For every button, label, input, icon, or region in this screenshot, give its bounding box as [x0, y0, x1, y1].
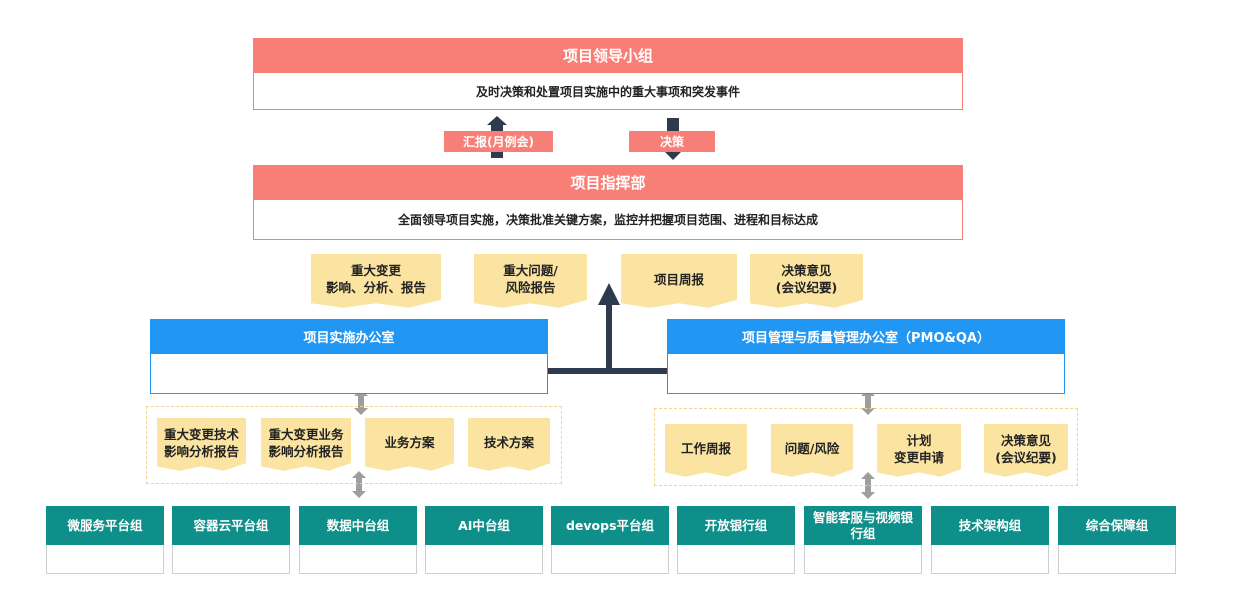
- team-tech-architecture: 技术架构组: [931, 506, 1049, 545]
- team-ai-platform-body: [425, 545, 543, 574]
- pmo-office-title: 项目管理与质量管理办公室（PMO&QA）: [667, 319, 1065, 354]
- pmo-office-body: [667, 354, 1065, 394]
- leadership-desc: 及时决策和处置项目实施中的重大事项和突发事件: [253, 73, 963, 110]
- doc-major-issue-risk: 重大问题/ 风险报告: [474, 254, 587, 308]
- team-data-platform-body: [299, 545, 417, 574]
- team-devops-body: [551, 545, 669, 574]
- team-data-platform: 数据中台组: [299, 506, 417, 545]
- doc-major-change: 重大变更 影响、分析、报告: [311, 254, 441, 308]
- team-smart-service-body: [804, 545, 922, 574]
- decision-tag: 决策: [629, 131, 715, 152]
- doc-biz-impact: 重大变更业务 影响分析报告: [261, 418, 351, 471]
- team-general-support: 综合保障组: [1058, 506, 1176, 545]
- doc-biz-plan: 业务方案: [365, 418, 454, 471]
- team-container-cloud-body: [172, 545, 290, 574]
- leadership-title: 项目领导小组: [253, 38, 963, 73]
- team-microservice: 微服务平台组: [46, 506, 164, 545]
- doc-tech-impact: 重大变更技术 影响分析报告: [157, 418, 246, 471]
- impl-office-body: [150, 354, 548, 394]
- team-open-banking: 开放银行组: [677, 506, 795, 545]
- right-docs-container: [654, 408, 1078, 486]
- team-devops: devops平台组: [551, 506, 669, 545]
- team-ai-platform: AI中台组: [425, 506, 543, 545]
- doc-plan-change: 计划 变更申请: [877, 424, 961, 477]
- doc-project-weekly: 项目周报: [621, 254, 737, 308]
- left-docs-container: [146, 406, 562, 484]
- team-tech-architecture-body: [931, 545, 1049, 574]
- left-gray-arrow-upper: [354, 389, 368, 415]
- report-tag: 汇报(月例会): [444, 131, 553, 152]
- team-general-support-body: [1058, 545, 1176, 574]
- command-title: 项目指挥部: [253, 165, 963, 200]
- doc-decision-minutes: 决策意见 (会议纪要): [984, 424, 1068, 477]
- team-microservice-body: [46, 545, 164, 574]
- doc-issue-risk: 问题/风险: [771, 424, 853, 477]
- team-container-cloud: 容器云平台组: [172, 506, 290, 545]
- cross-up-head: [598, 283, 620, 305]
- left-gray-arrow-lower: [352, 471, 366, 498]
- team-smart-service: 智能客服与视频银行组: [804, 506, 922, 545]
- doc-tech-plan: 技术方案: [468, 418, 550, 471]
- command-desc: 全面领导项目实施，决策批准关键方案，监控并把握项目范围、进程和目标达成: [253, 200, 963, 240]
- impl-office-title: 项目实施办公室: [150, 319, 548, 354]
- doc-decision-opinion: 决策意见 (会议纪要): [750, 254, 863, 308]
- team-open-banking-body: [677, 545, 795, 574]
- doc-work-weekly: 工作周报: [665, 424, 747, 477]
